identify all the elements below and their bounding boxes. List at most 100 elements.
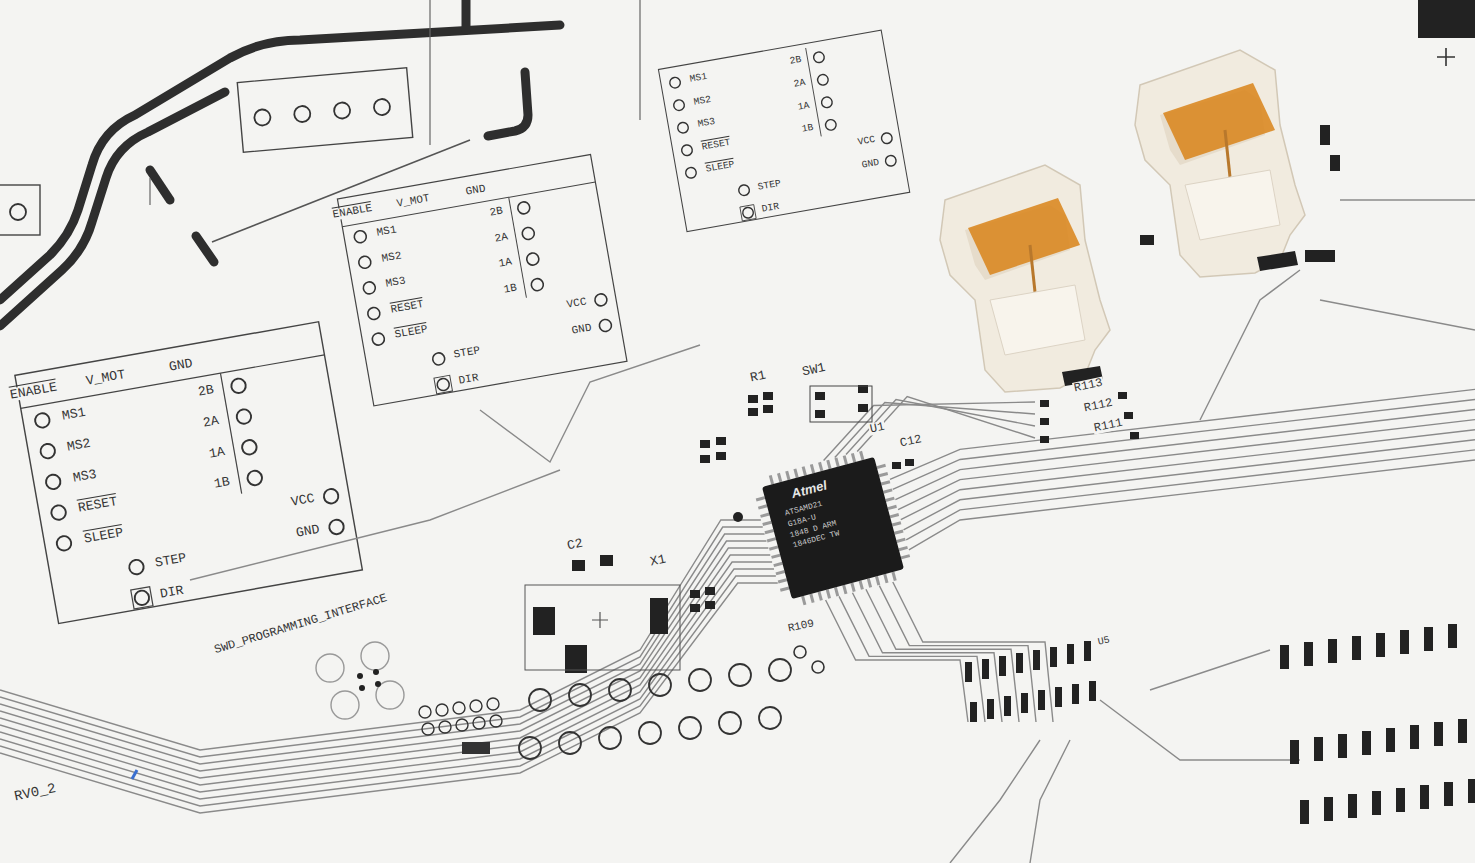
- header-pad: [685, 167, 697, 179]
- swd-pad: [462, 742, 490, 754]
- header-pad: [236, 408, 253, 425]
- signal-trace: [950, 650, 1300, 863]
- soic-pad: [1444, 782, 1453, 806]
- pin-label: STEP: [452, 345, 482, 361]
- header-pad: [134, 589, 151, 606]
- pin-label: SLEEP: [704, 160, 736, 175]
- soic-pad: [1004, 696, 1011, 716]
- pin-label: V_MOT: [84, 368, 127, 388]
- header-pad: [881, 132, 893, 144]
- chip-pin: [851, 453, 856, 462]
- chip-pin: [883, 488, 892, 493]
- soic-pad: [1448, 624, 1457, 648]
- soic-pad: [1352, 636, 1361, 660]
- signal-trace: [0, 541, 766, 771]
- soic-pad: [982, 659, 989, 679]
- header-pad: [45, 474, 62, 491]
- soic-pad: [1328, 639, 1337, 663]
- signal-trace: [824, 402, 1035, 461]
- pin-label: RESET: [700, 137, 732, 152]
- header-pad: [649, 674, 671, 696]
- chip-pin: [842, 585, 847, 594]
- soic-pad: [1434, 722, 1443, 746]
- chip-pin: [887, 505, 896, 510]
- pin-label: STEP: [756, 178, 783, 192]
- header-pad: [569, 684, 591, 706]
- soic-pad: [1050, 647, 1057, 667]
- chip-pin: [767, 537, 776, 542]
- chip-pin: [802, 466, 807, 475]
- connector-housing: [1135, 50, 1305, 277]
- header-pad: [362, 281, 376, 295]
- signal-trace: [0, 576, 776, 806]
- chip-pin: [785, 471, 790, 480]
- pin-label: 2A: [201, 414, 221, 430]
- smd-pad: [905, 459, 914, 466]
- header-pad: [681, 144, 693, 156]
- header-pad: [367, 307, 381, 321]
- jst-connector: [940, 165, 1110, 392]
- swd-pad: [490, 715, 502, 727]
- pin-label: MS1: [688, 72, 709, 85]
- kapton-tape: [1163, 83, 1275, 160]
- chip-pin: [760, 513, 769, 518]
- header-pad: [609, 679, 631, 701]
- terminal-pad: [254, 109, 271, 126]
- signal-trace: [0, 548, 768, 778]
- smd-pad: [716, 437, 726, 445]
- chip-pin: [881, 480, 890, 485]
- chip-pin: [834, 457, 839, 466]
- chip-pin: [894, 529, 903, 534]
- smd-pad: [700, 440, 710, 448]
- signal-trace: [826, 600, 968, 722]
- soic-pad: [1410, 725, 1419, 749]
- header-pad: [521, 227, 535, 241]
- signal-trace: [0, 534, 765, 764]
- pin-label: 1A: [796, 100, 811, 112]
- tag-connect-hole: [376, 681, 404, 709]
- header-pad: [519, 737, 541, 759]
- soic-pad: [1055, 687, 1062, 707]
- signal-trace: [480, 345, 700, 462]
- chip-body: [762, 457, 904, 599]
- header-pad: [759, 707, 781, 729]
- header-pad: [677, 122, 689, 134]
- ref-designator: R111: [1092, 417, 1125, 435]
- chip-pin: [875, 576, 880, 585]
- signal-trace: [866, 589, 1019, 722]
- header-pad: [358, 255, 372, 269]
- signal-trace: [893, 582, 1053, 722]
- ref-designator: RV0_2: [12, 781, 58, 804]
- pin-label: MS3: [71, 467, 99, 484]
- swd-pad: [422, 723, 434, 735]
- pin-label: 1B: [212, 475, 232, 491]
- pin-label: SLEEP: [393, 324, 429, 341]
- pin-label: GND: [860, 158, 881, 171]
- soic-pad: [1290, 740, 1299, 764]
- driver-footprint: [658, 30, 909, 231]
- header-pad: [813, 51, 825, 63]
- chip-pin: [876, 464, 885, 469]
- chip-pin: [756, 496, 765, 501]
- chip-pin: [810, 464, 815, 473]
- soic-pad: [1468, 779, 1475, 803]
- pin-label: GND: [167, 356, 195, 373]
- pin-label: MS3: [696, 117, 717, 130]
- ref-designator: R113: [1072, 377, 1105, 395]
- pin-label: GND: [294, 523, 322, 540]
- swd-pad: [436, 704, 448, 716]
- header-pad: [241, 439, 258, 456]
- soic-pad: [1376, 633, 1385, 657]
- pin-label: 2B: [788, 55, 803, 67]
- smd-pad: [1320, 125, 1330, 145]
- ref-designator: R112: [1082, 397, 1115, 415]
- pin-label: VCC: [856, 135, 877, 148]
- pin-label: RESET: [76, 495, 119, 515]
- header-pad: [639, 722, 661, 744]
- pin-label: DIR: [457, 372, 480, 387]
- chip-pin: [890, 513, 899, 518]
- crystal-outline: [525, 585, 680, 670]
- pin-label: MS2: [692, 94, 713, 107]
- footprint-outline: [15, 322, 362, 624]
